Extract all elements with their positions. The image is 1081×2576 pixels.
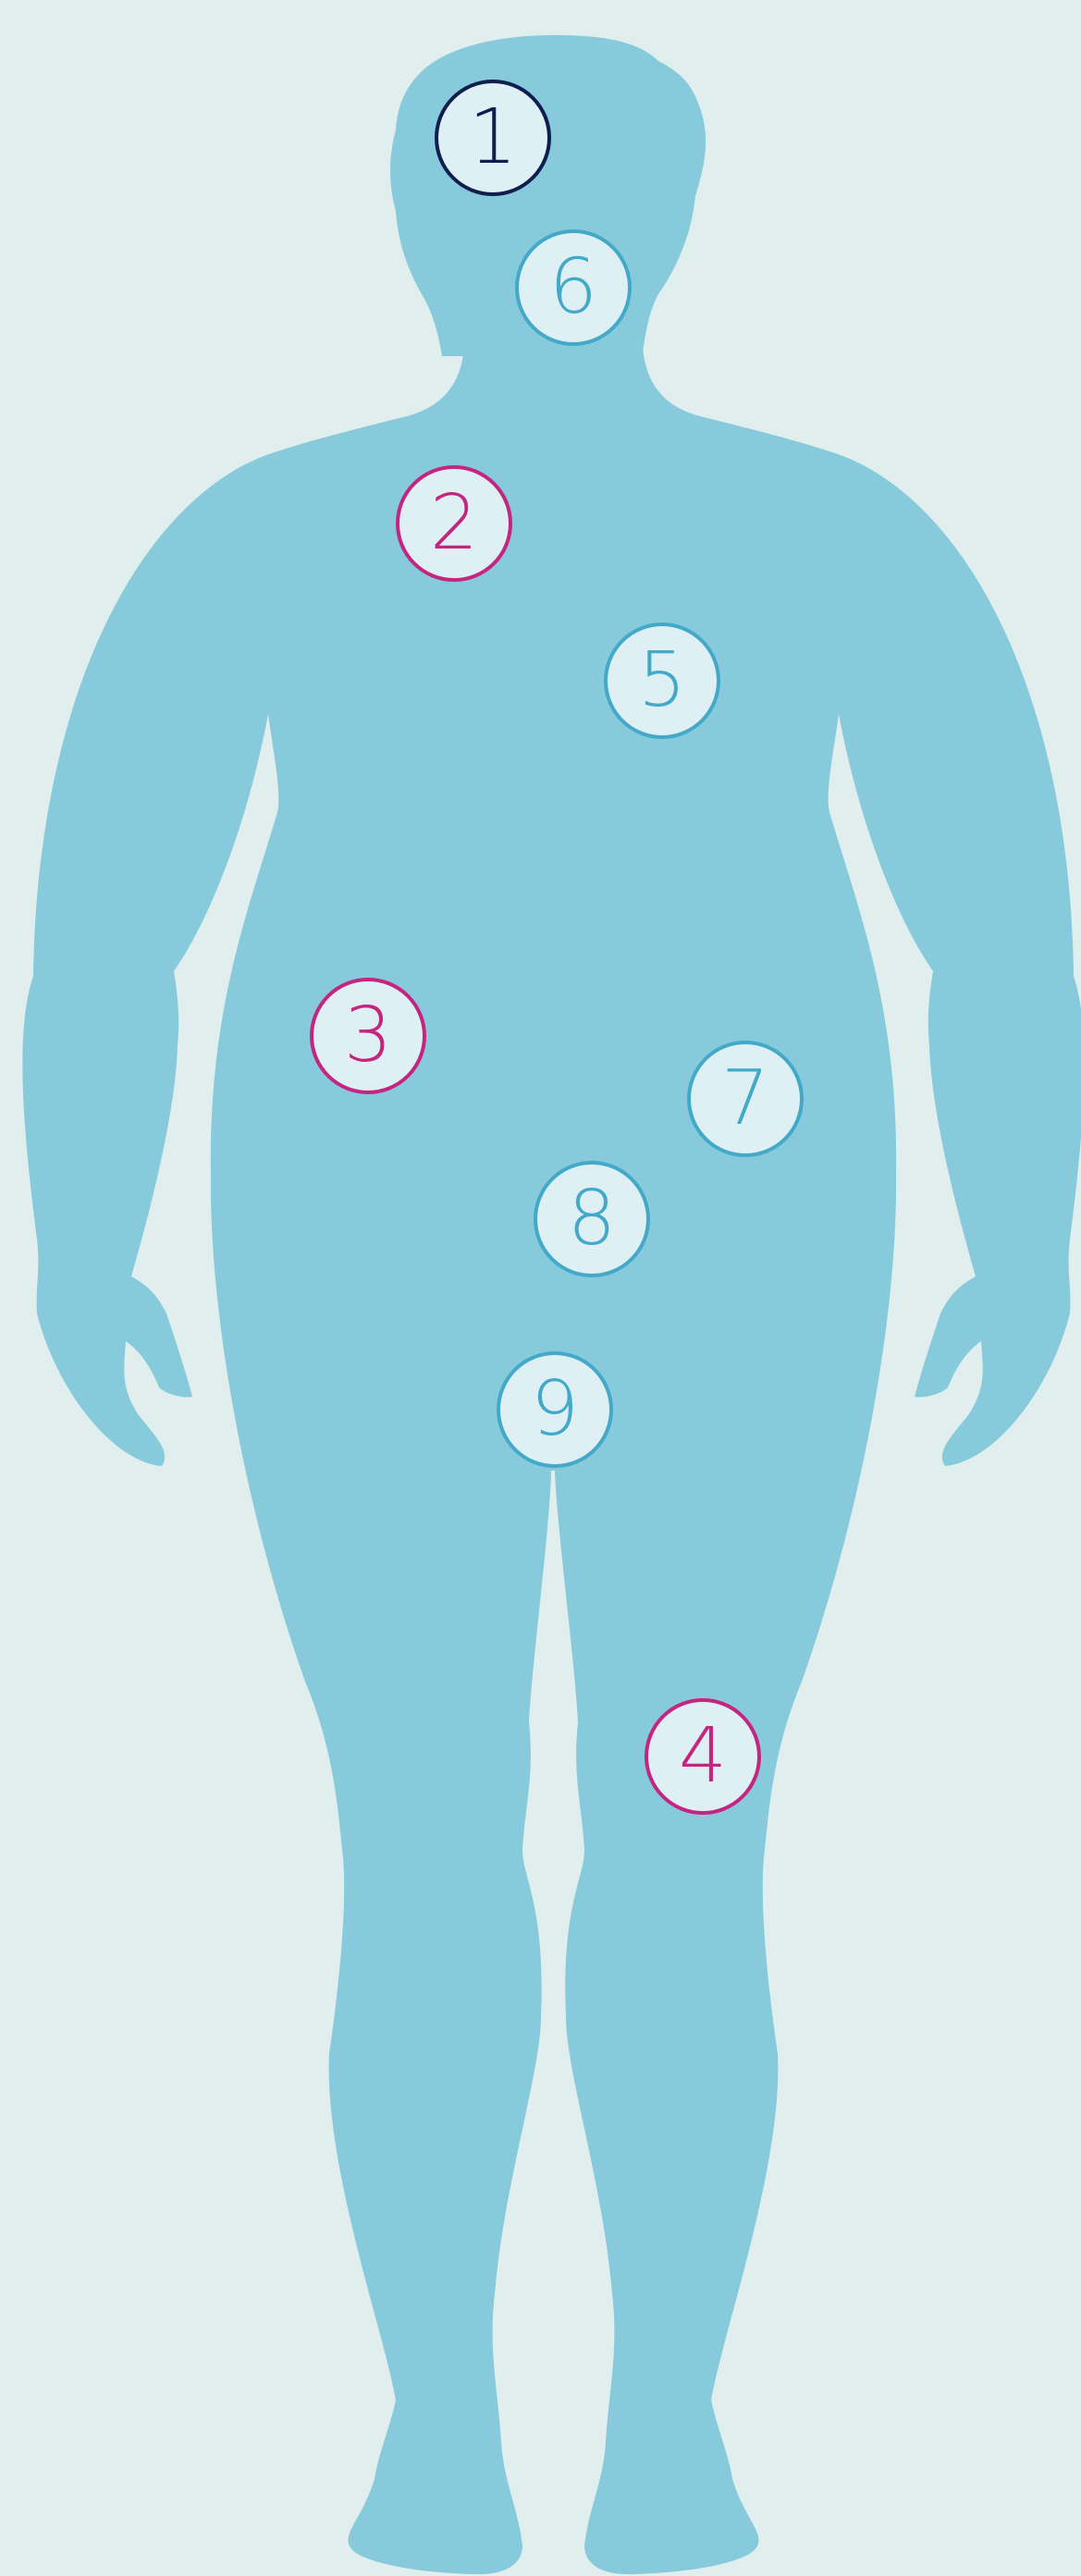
marker-label: 3 [344,998,392,1074]
marker-3[interactable]: 3 [310,978,426,1094]
marker-label: 6 [549,250,597,326]
marker-label: 7 [721,1061,769,1137]
marker-9[interactable]: 9 [497,1351,613,1468]
marker-label: 1 [469,100,517,176]
marker-label: 2 [430,486,478,561]
marker-1[interactable]: 1 [435,80,551,196]
marker-label: 8 [568,1181,616,1257]
marker-8[interactable]: 8 [534,1161,650,1277]
marker-6[interactable]: 6 [515,229,632,346]
marker-label: 9 [531,1372,579,1448]
marker-5[interactable]: 5 [604,622,720,739]
marker-label: 4 [679,1719,727,1794]
marker-4[interactable]: 4 [645,1698,761,1815]
marker-7[interactable]: 7 [687,1041,804,1157]
marker-2[interactable]: 2 [396,465,512,582]
marker-label: 5 [638,643,686,719]
